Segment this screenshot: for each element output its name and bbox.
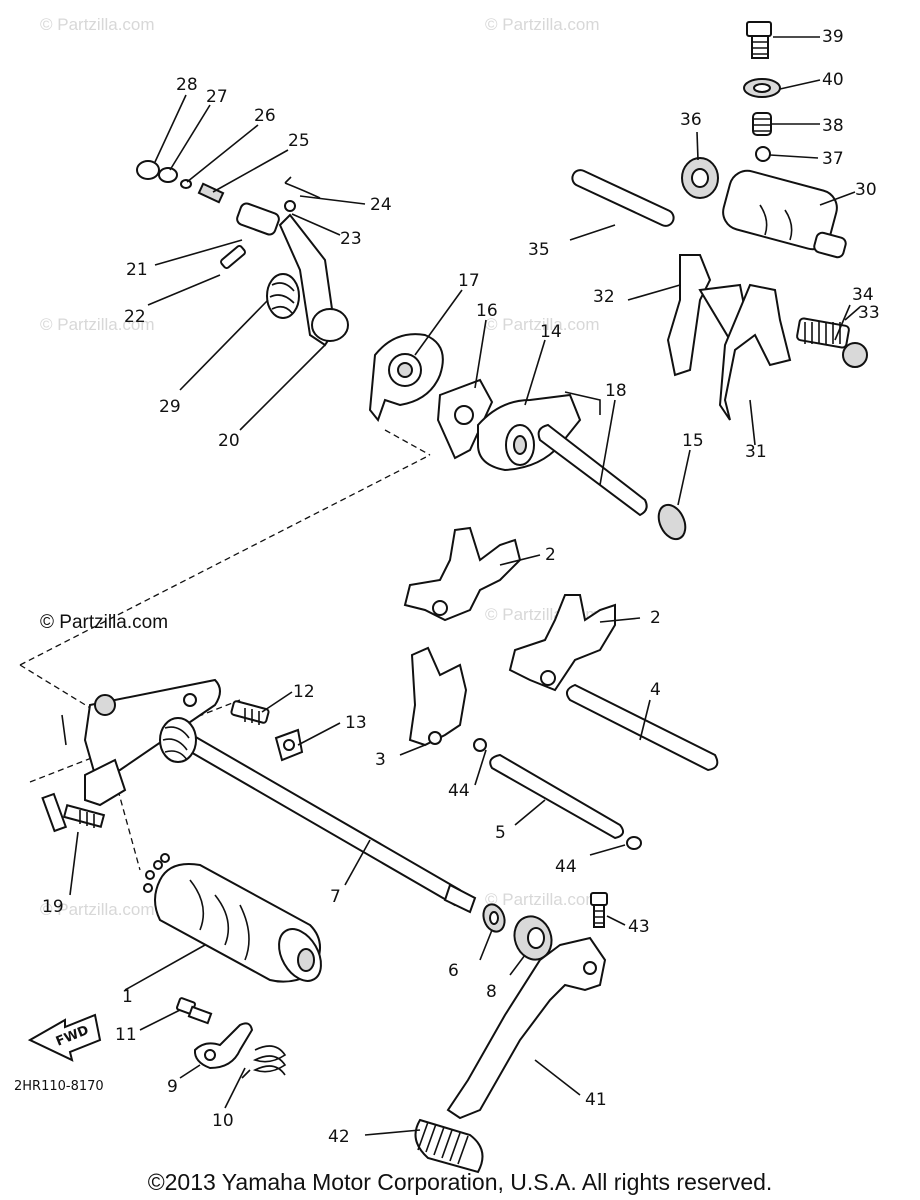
callout-11: 11 [115, 1025, 137, 1045]
callout-17: 17 [458, 271, 480, 291]
watermark: © Partzilla.com [40, 900, 155, 919]
callout-44: 44 [555, 857, 577, 877]
callout-25: 25 [288, 131, 310, 151]
callout-3: 3 [375, 750, 386, 770]
callout-39: 39 [822, 27, 844, 47]
watermark: © Partzilla.com [485, 315, 600, 334]
segment-lever-assembly [41, 678, 304, 833]
shift-drum [143, 853, 322, 983]
shift-arm-assembly [136, 160, 349, 347]
callout-32: 32 [593, 287, 615, 307]
callout-1: 1 [122, 987, 133, 1007]
callout-44: 44 [448, 781, 470, 801]
washer-bearing-bolt [482, 892, 608, 961]
shaft-18-15 [537, 423, 687, 541]
callout-21: 21 [126, 260, 148, 280]
shift-drum-segment-assembly [571, 21, 868, 421]
callout-8: 8 [486, 982, 497, 1002]
callout-28: 28 [176, 75, 198, 95]
stopper-plate-assembly [368, 333, 582, 472]
callout-10: 10 [212, 1111, 234, 1131]
shift-shaft [159, 717, 477, 914]
callout-26: 26 [254, 106, 276, 126]
callout-16: 16 [476, 301, 498, 321]
callout-6: 6 [448, 961, 459, 981]
stopper-lever-assembly [175, 997, 287, 1079]
watermark: © Partzilla.com [485, 15, 600, 34]
callout-9: 9 [167, 1077, 178, 1097]
callout-13: 13 [345, 713, 367, 733]
callout-36: 36 [680, 110, 702, 130]
diagram-code: 2HR110-8170 [14, 1079, 104, 1094]
callout-38: 38 [822, 116, 844, 136]
callout-15: 15 [682, 431, 704, 451]
callout-42: 42 [328, 1127, 350, 1147]
shift-pedal [414, 936, 607, 1174]
callout-31: 31 [745, 442, 767, 462]
callout-20: 20 [218, 431, 240, 451]
watermark: © Partzilla.com [40, 15, 155, 34]
callout-5: 5 [495, 823, 506, 843]
watermark: © Partzilla.com [40, 315, 155, 334]
callout-2: 2 [545, 545, 556, 565]
callout-29: 29 [159, 397, 181, 417]
callout-33: 33 [858, 303, 880, 323]
watermark: © Partzilla.com [485, 890, 600, 909]
assembly-guide-lines [19, 429, 431, 871]
callout-23: 23 [340, 229, 362, 249]
callout-43: 43 [628, 917, 650, 937]
callout-12: 12 [293, 682, 315, 702]
leader-lines [69, 36, 861, 1136]
callout-7: 7 [330, 887, 341, 907]
callout-41: 41 [585, 1090, 607, 1110]
callout-14: 14 [540, 322, 562, 342]
callout-19: 19 [42, 897, 64, 917]
callout-35: 35 [528, 240, 550, 260]
callout-30: 30 [855, 180, 877, 200]
callout-2: 2 [650, 608, 661, 628]
callout-24: 24 [370, 195, 392, 215]
callout-37: 37 [822, 149, 844, 169]
shift-forks [403, 526, 719, 850]
copyright-footer: ©2013 Yamaha Motor Corporation, U.S.A. A… [148, 1169, 773, 1195]
fwd-arrow-icon: FWD [27, 1013, 102, 1062]
assembly-guide-lines [61, 391, 601, 746]
callout-34: 34 [852, 285, 874, 305]
callout-40: 40 [822, 70, 844, 90]
callout-18: 18 [605, 381, 627, 401]
callout-4: 4 [650, 680, 661, 700]
callout-labels: 1 2 2 3 4 5 6 7 8 9 10 11 12 13 14 15 16… [42, 27, 880, 1147]
callout-27: 27 [206, 87, 228, 107]
callout-22: 22 [124, 307, 146, 327]
